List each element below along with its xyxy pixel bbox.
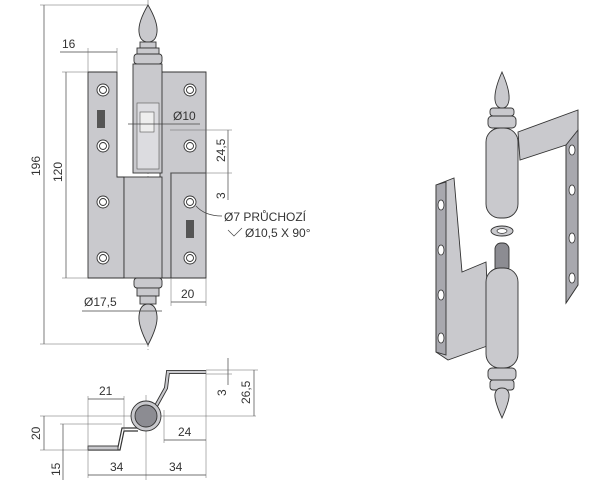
dim-120: 120 — [51, 162, 65, 182]
dim-34-right: 34 — [169, 460, 183, 474]
screw-holes — [96, 83, 197, 265]
front-view: 196 120 16 Ø10 24,5 3 Ø7 PRŮCHOZÍ Ø10,5 … — [29, 0, 311, 350]
iso-top-finial — [494, 70, 510, 109]
lower-barrel — [123, 176, 163, 279]
top-view: 21 34 34 24 20 15 3 26,5 — [29, 358, 258, 480]
logo-stamp — [186, 220, 194, 238]
finial-ring — [136, 287, 160, 297]
dim-16: 16 — [62, 37, 76, 51]
left-leaf — [87, 71, 125, 279]
dim-26-5: 26,5 — [239, 380, 253, 404]
finial-ring — [139, 295, 157, 305]
pin — [139, 111, 155, 133]
bottom-finial — [138, 303, 158, 346]
dim-24: 24 — [178, 425, 192, 439]
lower-leaf — [87, 445, 119, 451]
upper-leaf-profile — [154, 370, 206, 407]
finial-ring — [139, 41, 157, 49]
dim-15: 15 — [49, 462, 63, 476]
dim-pin-diameter: Ø10 — [173, 109, 196, 123]
finial-ring — [136, 47, 160, 55]
hole-note-countersink: Ø10,5 X 90° — [245, 226, 311, 240]
dim-196: 196 — [29, 156, 43, 176]
dim-20-front: 20 — [181, 287, 195, 301]
dim-24-5: 24,5 — [214, 138, 228, 162]
dim-21: 21 — [99, 384, 113, 398]
finial-collar — [133, 277, 163, 289]
isometric-view — [435, 70, 579, 420]
iso-holes — [437, 144, 576, 344]
dim-barrel-diameter: Ø17,5 — [84, 295, 117, 309]
dim-34-left: 34 — [110, 460, 124, 474]
hole-note-through: Ø7 PRŮCHOZÍ — [224, 209, 307, 224]
pin-section — [134, 404, 158, 428]
dim-3-front: 3 — [214, 192, 228, 199]
iso-lower-barrel — [485, 267, 519, 369]
iso-bottom-finial — [494, 387, 510, 420]
iso-upper-barrel — [485, 127, 519, 219]
logo-stamp — [97, 110, 105, 128]
top-finial — [138, 4, 158, 43]
finial-collar — [133, 53, 163, 65]
dim-20-top: 20 — [29, 426, 43, 440]
dim-3-top: 3 — [215, 389, 229, 396]
